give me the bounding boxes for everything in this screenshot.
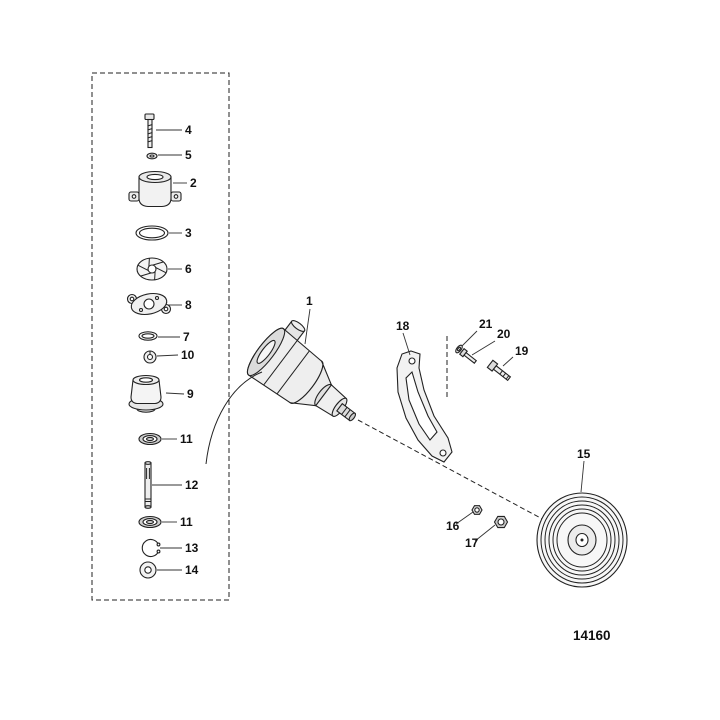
part-17-locknut-drawing [493, 515, 509, 529]
part-3-oring-drawing [135, 225, 169, 241]
part-9-base-drawing [128, 374, 164, 413]
callout-part-4: 4 [185, 123, 192, 137]
callout-part-17: 17 [465, 536, 479, 550]
callout-part-5: 5 [185, 148, 192, 162]
part-1-pump-assembly-drawing [246, 320, 357, 422]
callout-part-10: 10 [181, 348, 195, 362]
callout-part-18: 18 [396, 319, 410, 333]
part-11-seal-lower-drawing [138, 515, 162, 529]
part-20-screw-drawing [458, 347, 478, 364]
figure-number: 14160 [573, 628, 611, 643]
callout-part-14: 14 [185, 563, 199, 577]
callout-part-8: 8 [185, 298, 192, 312]
callout-part-7: 7 [183, 330, 190, 344]
callout-part-2: 2 [190, 176, 197, 190]
callout-part-12: 12 [185, 478, 199, 492]
part-19-bolt-drawing [486, 359, 512, 382]
callout-part-11-upper: 11 [180, 432, 193, 446]
callout-part-6: 6 [185, 262, 192, 276]
part-10-insert-drawing [143, 350, 157, 364]
part-21-washer-drawing [455, 344, 463, 354]
parts-group-box [91, 72, 230, 601]
part-8-plate-drawing [126, 292, 172, 316]
callout-part-3: 3 [185, 226, 192, 240]
callout-part-21: 21 [479, 317, 493, 331]
part-4-screw-drawing [144, 113, 155, 149]
shaft-axis-dashed-line [357, 419, 549, 523]
part-14-washer-drawing [139, 561, 157, 579]
part-7-oring-drawing [138, 331, 158, 341]
callout-leader-lines [152, 129, 585, 571]
callout-part-9: 9 [187, 387, 194, 401]
callout-part-15: 15 [577, 447, 591, 461]
hose-line [205, 371, 263, 465]
callout-part-20: 20 [497, 327, 511, 341]
part-6-impeller-drawing [136, 257, 168, 281]
callout-part-1: 1 [306, 294, 313, 308]
part-13-snap-ring-drawing [141, 538, 161, 558]
part-15-pulley-drawing [536, 492, 628, 588]
callout-part-16: 16 [446, 519, 460, 533]
part-12-shaft-drawing [144, 461, 152, 509]
part-18-bracket-drawing [396, 350, 453, 463]
part-5-washer-drawing [146, 152, 158, 160]
part-11-seal-upper-drawing [138, 432, 162, 446]
callout-part-13: 13 [185, 541, 199, 555]
part-2-housing-drawing [128, 170, 182, 208]
part-16-nut-drawing [471, 505, 483, 515]
callout-part-19: 19 [515, 344, 529, 358]
callout-part-11-lower: 11 [180, 515, 193, 529]
